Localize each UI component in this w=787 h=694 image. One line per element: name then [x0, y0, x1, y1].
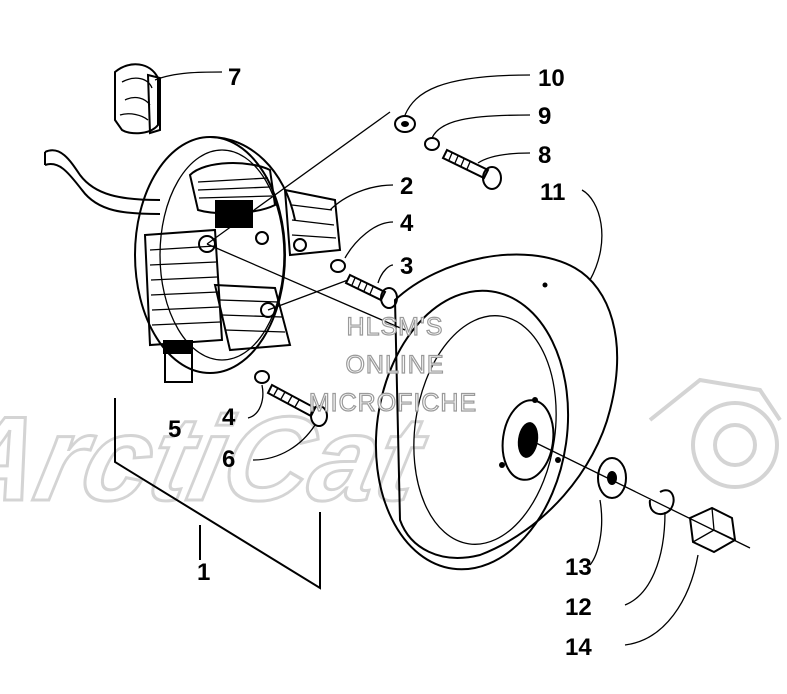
callout-5: 5 [168, 416, 181, 443]
flywheel-part [374, 253, 618, 571]
callout-4b: 4 [222, 404, 236, 431]
leader-lines [154, 71, 699, 646]
callout-14: 14 [565, 634, 592, 661]
callout-13: 13 [565, 554, 592, 581]
assembly-lines [206, 111, 406, 331]
lock-washer-part-12 [648, 489, 675, 516]
callout-10: 10 [538, 65, 565, 92]
watermark-line-1: HLSM'S [347, 313, 444, 341]
lock-washer-part-4b [254, 370, 270, 384]
washer-part-13 [597, 457, 627, 499]
washer-part-10 [394, 115, 416, 133]
screw-part-6 [266, 383, 328, 427]
callout-9: 9 [538, 103, 551, 130]
callout-8: 8 [538, 142, 551, 169]
callout-12: 12 [565, 594, 592, 621]
callout-1: 1 [197, 559, 210, 586]
watermark-logo: ArctiCat [0, 391, 438, 525]
callout-7: 7 [228, 64, 241, 91]
screw-part-3 [344, 273, 398, 309]
callout-4a: 4 [400, 210, 414, 237]
bracket-lines [114, 340, 321, 590]
callout-11: 11 [540, 179, 565, 206]
watermark-motorcycle-icon [648, 377, 782, 489]
callout-2: 2 [400, 173, 413, 200]
grommet-part [114, 63, 161, 135]
watermark-line-3: MICROFICHE [309, 389, 477, 417]
stator-assembly [134, 136, 342, 374]
screw-part-8 [441, 148, 502, 190]
callout-6: 6 [222, 446, 235, 473]
callout-3: 3 [400, 253, 413, 280]
lock-washer-part-4a [330, 259, 346, 273]
watermark-line-2: ONLINE [345, 351, 444, 379]
lock-washer-part-9 [424, 137, 440, 151]
wire-harness [44, 149, 161, 215]
